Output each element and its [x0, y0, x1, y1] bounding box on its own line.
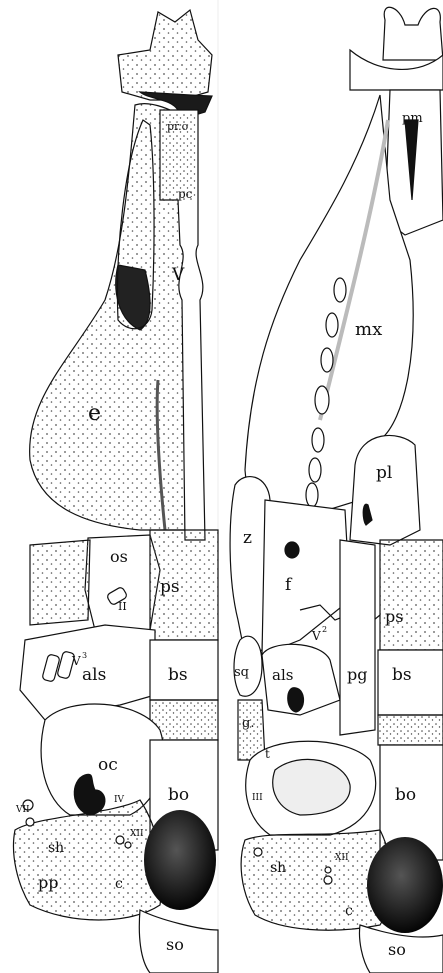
right-label-bo: bo	[395, 785, 416, 805]
right-label-z: z	[243, 528, 252, 548]
right-label-g: g.	[242, 716, 254, 731]
left-label-v3: V	[71, 654, 81, 668]
left-label-pc: pc	[178, 187, 193, 201]
left-foramen-vii-b	[26, 818, 34, 826]
right-alveolus-1	[334, 278, 346, 302]
left-panel-drawing	[13, 10, 218, 973]
left-label-ii: II	[118, 600, 127, 613]
right-label-so: so	[388, 940, 406, 959]
right-label-c: c	[345, 903, 353, 919]
right-palatine	[350, 435, 420, 545]
left-premaxilla-tip	[118, 10, 212, 100]
left-label-iv: IV	[114, 795, 125, 805]
right-bs-stipple	[378, 715, 443, 745]
right-label-ps: ps	[385, 607, 403, 626]
left-foramen-xii-a	[116, 836, 124, 844]
right-frontal-foramen	[285, 542, 299, 558]
right-alveolus-6	[309, 458, 321, 482]
right-label-sq: sq	[234, 665, 249, 680]
right-label-pm: pm	[402, 111, 423, 126]
left-label-sh: sh	[48, 840, 64, 856]
right-label-pl: pl	[376, 463, 392, 483]
left-label-bs: bs	[168, 665, 188, 685]
left-label-pp: pp	[38, 873, 58, 892]
right-foramen-xii-b	[325, 867, 331, 873]
left-label-xii: XII	[130, 829, 144, 839]
right-premaxilla-tips	[383, 7, 443, 60]
left-label-pro-otic: pr.o	[167, 120, 189, 133]
right-label-sh: sh	[270, 860, 286, 876]
left-label-os: os	[110, 547, 128, 566]
left-label-als: als	[82, 665, 106, 685]
left-paroccipital	[13, 800, 161, 920]
right-label-t: t	[265, 747, 270, 761]
right-panel-drawing	[230, 7, 443, 973]
right-label-iii: III	[252, 793, 263, 803]
right-label-pg: pg	[347, 665, 367, 684]
right-label-v2: V	[311, 629, 321, 643]
right-label-xii: XII	[335, 853, 349, 863]
right-condyle-dark	[367, 837, 443, 933]
right-label-v2-sup: 2	[322, 625, 327, 634]
left-label-v: V	[171, 265, 185, 285]
left-os-side-stipple	[30, 540, 90, 625]
right-alveolus-3	[321, 348, 333, 372]
right-parasphenoid-column	[380, 540, 443, 650]
left-label-bo: bo	[168, 785, 189, 805]
left-label-e: e	[88, 401, 101, 426]
right-alveolus-4	[315, 386, 329, 414]
right-tympanic-inner	[273, 759, 350, 815]
left-label-oc: oc	[98, 755, 118, 775]
right-alveolus-5	[312, 428, 324, 452]
right-label-bs: bs	[392, 665, 412, 685]
right-pterygoid	[340, 540, 375, 735]
left-condyle-dark	[144, 810, 216, 910]
left-label-v3-sup: 3	[82, 651, 87, 660]
right-label-mx: mx	[355, 319, 382, 340]
right-foramen-xii-a	[324, 876, 332, 884]
left-label-vii: VII	[15, 805, 30, 815]
right-als-foramen	[288, 688, 304, 712]
right-frontal	[262, 500, 350, 655]
left-label-so: so	[166, 935, 184, 954]
right-alveolus-2	[326, 313, 338, 337]
right-alveolus-7	[306, 483, 318, 507]
left-label-ps: ps	[160, 577, 180, 597]
left-label-c: c	[115, 876, 123, 892]
right-foramen-sh	[254, 848, 262, 856]
right-label-als: als	[272, 666, 293, 684]
left-foramen-xii-b	[125, 842, 131, 848]
